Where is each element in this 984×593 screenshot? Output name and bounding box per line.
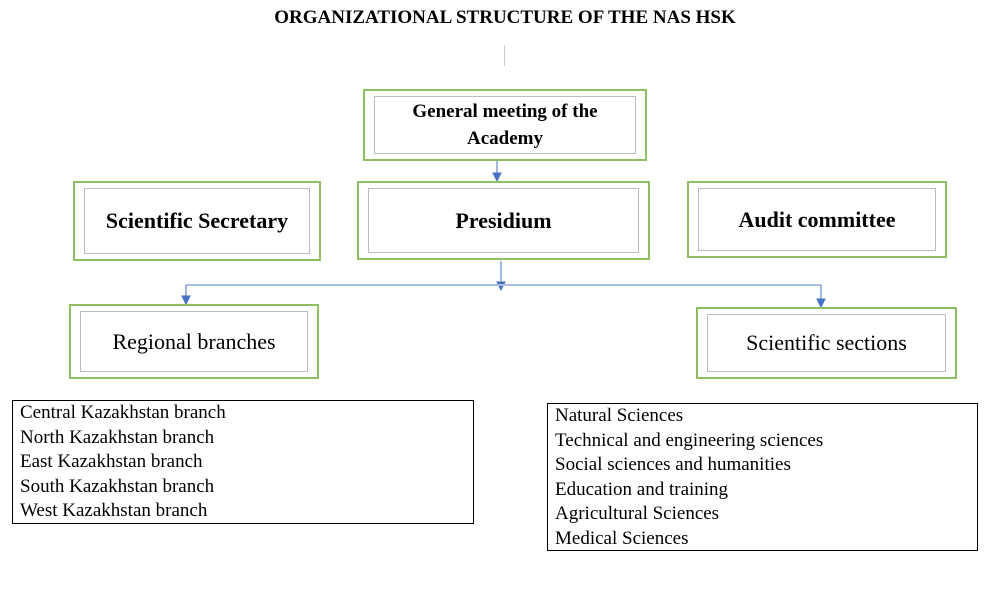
node-label: Scientific Secretary — [84, 188, 310, 254]
cursor-mark — [504, 45, 505, 66]
arrow-head — [816, 298, 826, 309]
list-item: East Kazakhstan branch — [20, 451, 203, 473]
list-item: Natural Sciences — [555, 405, 684, 426]
node-regional-branches: Regional branches — [69, 304, 319, 379]
node-presidium: Presidium — [357, 181, 650, 260]
list-item: South Kazakhstan branch — [20, 475, 215, 497]
arrow-head — [492, 172, 502, 183]
arrow-head — [181, 295, 191, 306]
list-item: Medical Sciences — [555, 527, 689, 549]
node-audit-committee: Audit committee — [687, 181, 947, 258]
diagram-title: ORGANIZATIONAL STRUCTURE OF THE NAS HSK — [274, 7, 736, 28]
list-item: Education and training — [555, 478, 729, 500]
list-item: Agricultural Sciences — [555, 503, 720, 525]
branches-list: Central Kazakhstan branch North Kazakhst… — [12, 400, 474, 524]
node-scientific-secretary: Scientific Secretary — [73, 181, 321, 261]
node-scientific-sections: Scientific sections — [696, 307, 957, 379]
node-label: Presidium — [368, 188, 639, 253]
list-item: West Kazakhstan branch — [20, 500, 208, 522]
sections-list: Natural Sciences Technical and engineeri… — [547, 403, 978, 551]
node-general-meeting: General meeting of the Academy — [363, 89, 647, 161]
list-item: Technical and engineering sciences — [555, 429, 824, 451]
node-label: Regional branches — [80, 311, 308, 372]
node-label: Scientific sections — [707, 314, 946, 372]
node-label: General meeting of the Academy — [374, 96, 636, 154]
node-label: Audit committee — [698, 188, 936, 251]
list-item: Central Kazakhstan branch — [20, 402, 226, 423]
list-item: Social sciences and humanities — [555, 454, 791, 476]
list-item: North Kazakhstan branch — [20, 426, 215, 448]
